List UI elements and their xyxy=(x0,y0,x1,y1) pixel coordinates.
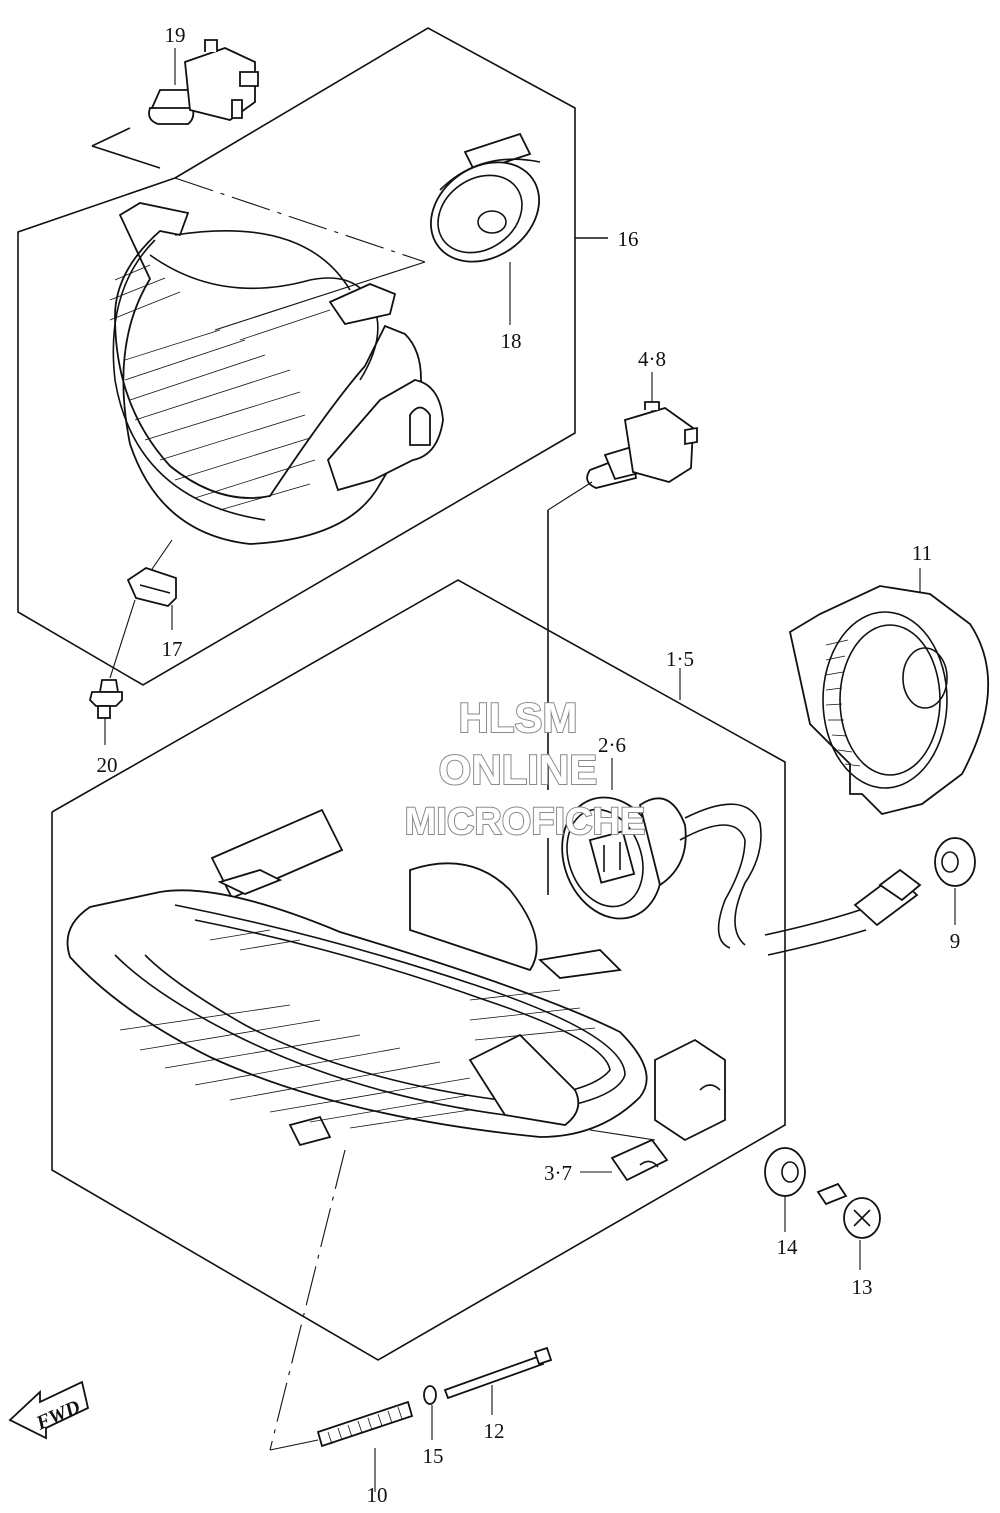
bulb-19-drawing xyxy=(148,39,259,125)
label-17: 17 xyxy=(162,637,183,661)
adjuster-drawing xyxy=(269,1149,553,1492)
socket-wire-2-6-drawing xyxy=(561,758,922,956)
socket-cap-18-drawing xyxy=(430,132,541,325)
watermark-line-2: ONLINE xyxy=(439,746,598,793)
label-12: 12 xyxy=(484,1419,505,1443)
watermark-line-1: HLSM xyxy=(459,694,578,741)
screw-20-drawing xyxy=(89,599,136,745)
grommet-14-drawing xyxy=(764,1147,806,1232)
ring-housing-11-drawing xyxy=(788,568,990,815)
grommet-9-drawing xyxy=(934,837,976,925)
watermark-line-3: MICROFICHE xyxy=(405,801,646,843)
label-15: 15 xyxy=(423,1444,444,1468)
label-16: 16 xyxy=(618,227,639,251)
label-9: 9 xyxy=(950,929,961,953)
upper-headlamp-housing-drawing xyxy=(109,202,444,545)
label-2-6: 2·6 xyxy=(598,733,626,757)
label-4-8: 4·8 xyxy=(638,347,666,371)
fwd-arrow-icon xyxy=(8,1380,90,1440)
label-10: 10 xyxy=(367,1483,388,1507)
lower-headlamp-drawing xyxy=(66,808,726,1147)
screw-13-drawing xyxy=(816,1182,881,1270)
upper-assembly-box xyxy=(17,27,608,686)
label-11: 11 xyxy=(912,541,932,565)
lower-assembly-box xyxy=(51,510,786,1361)
label-20: 20 xyxy=(97,753,118,777)
label-18: 18 xyxy=(501,329,522,353)
bulb-4-8-drawing xyxy=(547,372,698,511)
label-1-5: 1·5 xyxy=(666,647,694,671)
label-14: 14 xyxy=(777,1235,799,1259)
clip-3-7-drawing xyxy=(580,1138,669,1182)
label-19: 19 xyxy=(165,23,186,47)
label-3-7: 3·7 xyxy=(544,1161,572,1185)
label-13: 13 xyxy=(852,1275,873,1299)
clip-17-drawing xyxy=(126,539,177,630)
